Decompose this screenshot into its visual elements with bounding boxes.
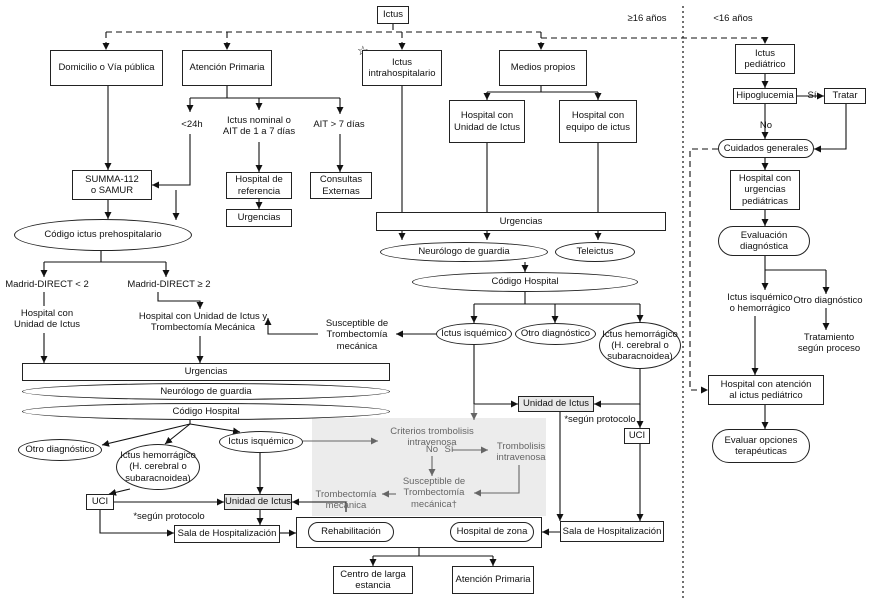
node-tratar: Tratar — [824, 88, 866, 104]
node-ictus: Ictus — [377, 6, 409, 24]
edge-to-isq-left — [189, 423, 241, 435]
node-segun-protocolo-right: *según protocolo — [564, 413, 636, 425]
edge-tratar-cuidados — [814, 104, 847, 153]
node-urgencias-left: Urgencias — [22, 363, 390, 381]
header-pediatric-label: <16 años — [713, 13, 753, 25]
node-ictus-nominal: Ictus nominal o AIT de 1 a 7 días — [222, 114, 296, 137]
node-susceptible-tm-dagger: Susceptible de Trombectomía mecánica† — [402, 476, 466, 510]
node-urgencias-right: Urgencias — [376, 212, 666, 231]
node-otro-dx-ped: Otro diagnóstico — [793, 295, 863, 307]
node-ait-gt7: AIT > 7 días — [313, 119, 365, 131]
node-uci-left: UCI — [86, 494, 114, 510]
node-neurologo-left: Neurólogo de guardia — [22, 383, 390, 400]
node-criterios: Criterios trombolisis intravenosa — [390, 425, 474, 448]
edge-isq-right-down — [473, 345, 518, 408]
edge-trombo-down — [474, 465, 520, 497]
node-neurologo-right: Neurólogo de guardia — [380, 242, 548, 262]
node-codigo-ictus-pre: Código ictus prehospitalario — [14, 219, 192, 251]
edge-lt24-summa — [152, 134, 191, 189]
thrombolysis-shaded-region — [312, 418, 546, 516]
node-ictus-isq-hem: Ictus isquémico o hemorrágico — [727, 291, 793, 314]
node-ictus-pediatrico: Ictus pediátrico — [735, 44, 795, 74]
node-atencion-primaria: Atención Primaria — [182, 50, 272, 86]
edge-uci-sala-left — [99, 510, 174, 537]
edge-tm-to-unidad — [292, 498, 347, 512]
node-evaluacion: Evaluación diagnóstica — [718, 226, 810, 256]
edge-dash-ped — [541, 37, 769, 44]
node-si: Sí — [444, 444, 454, 456]
header-adult-label: ≥16 años — [627, 13, 667, 25]
node-otro-dx-left: Otro diagnóstico — [18, 439, 102, 461]
node-si-ped: Sí — [807, 89, 817, 101]
edge-hem-unidad — [594, 369, 641, 408]
node-codigo-hospital-right: Código Hospital — [412, 272, 638, 292]
edge-susceptible-to-tm — [264, 318, 318, 335]
node-hospital-urgencias: Hospital con urgencias pediátricas — [730, 170, 800, 210]
node-ictus-isq-left: Ictus isquémico — [219, 431, 303, 453]
edge-hem-uci — [108, 488, 131, 496]
edge-to-hem-left — [164, 423, 191, 445]
node-otro-dx-right: Otro diagnóstico — [515, 323, 596, 345]
node-atencion-primaria-bottom: Atención Primaria — [452, 566, 534, 594]
node-segun-protocolo-left: *según protocolo — [133, 510, 205, 522]
node-trombectomia-mec: Trombectomía mecánica — [315, 488, 377, 511]
node-hospital-zona: Hospital de zona — [450, 522, 534, 542]
node-sala-hosp-right: Sala de Hospitalización — [560, 521, 664, 542]
node-hipoglucemia: Hipoglucemia — [733, 88, 797, 104]
node-no-ped: No — [759, 119, 773, 131]
node-no: No — [425, 444, 439, 456]
node-susceptible-tm-right: Susceptible de Trombectomía mecánica — [325, 318, 389, 352]
node-madrid-ge2: Madrid-DIRECT ≥ 2 — [127, 279, 211, 291]
node-ictus-intrahospitalario: Ictus intrahospitalario — [362, 50, 442, 86]
node-madrid-lt2: Madrid-DIRECT < 2 — [5, 279, 89, 291]
node-medios-propios: Medios propios — [499, 50, 587, 86]
node-hospital-ui-right: Hospital con Unidad de Ictus — [449, 100, 525, 143]
node-trombolisis-iv: Trombolisis intravenosa — [496, 440, 546, 463]
node-hospital-equipo: Hospital con equipo de ictus — [559, 100, 637, 143]
node-hospital-ui: Hospital con Unidad de Ictus — [13, 307, 80, 330]
node-uci-right: UCI — [624, 428, 650, 444]
node-evaluar: Evaluar opciones terapéuticas — [712, 429, 810, 463]
node-rehabilitacion: Rehabilitación — [308, 522, 394, 542]
node-sala-hosp-left: Sala de Hospitalización — [174, 525, 280, 543]
node-hospital-ui-tm: Hospital con Unidad de Ictus y Trombecto… — [138, 310, 268, 333]
node-ictus-hem-right: Ictus hemorrágico (H. cerebral o subarac… — [599, 322, 681, 369]
node-lt24h: <24h — [181, 119, 203, 131]
node-centro-larga: Centro de larga estancia — [333, 566, 413, 594]
node-ictus-hem-left: Ictus hemorrágico (H. cerebral o subarac… — [116, 444, 200, 490]
edge-madrid-ge2-ui — [157, 292, 204, 309]
node-hospital-referencia: Hospital de referencia — [226, 172, 292, 199]
node-unidad-ictus-left: Unidad de Ictus — [224, 494, 292, 510]
node-consultas-externas: Consultas Externas — [310, 172, 372, 199]
edge-to-otro-left — [101, 423, 191, 447]
node-urgencias-small: Urgencias — [226, 209, 292, 227]
node-tratamiento: Tratamiento según proceso — [797, 331, 861, 354]
node-unidad-ictus-right: Unidad de Ictus — [518, 396, 594, 412]
node-teleictus: Teleictus — [555, 242, 635, 262]
node-codigo-hospital-left: Código Hospital — [22, 403, 390, 420]
node-summa: SUMMA-112 o SAMUR — [72, 170, 152, 200]
node-hospital-atencion: Hospital con atención al ictus pediátric… — [708, 375, 824, 405]
node-ictus-isq-right: Ictus isquémico — [436, 323, 512, 345]
edge-cuidados-dash — [689, 148, 718, 394]
node-domicilio: Domicilio o Vía pública — [50, 50, 163, 86]
node-cuidados: Cuidados generales — [718, 139, 814, 158]
